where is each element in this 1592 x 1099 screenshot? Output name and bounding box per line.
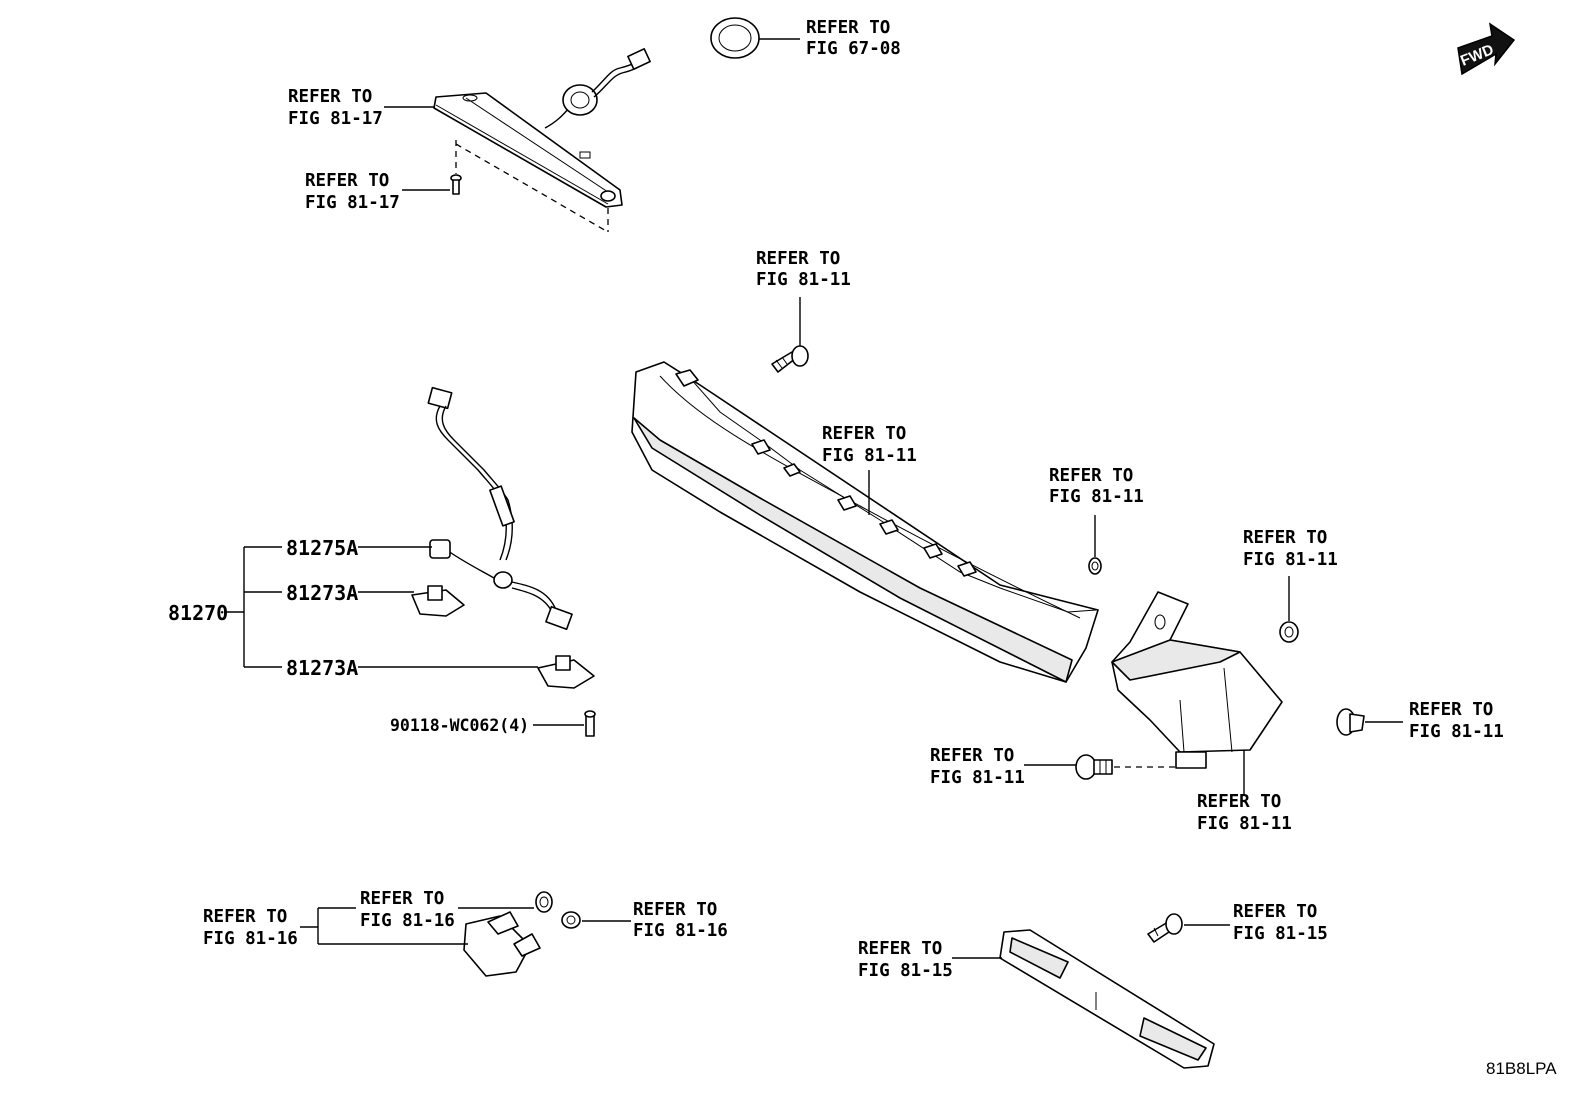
- tapping-screw-part: [771, 345, 809, 373]
- ref-label-fig-81-11-washer: REFER TO FIG 81-11: [1243, 528, 1338, 570]
- svg-text:FIG 81-16: FIG 81-16: [203, 929, 298, 949]
- ref-label-fig-81-16-right: REFER TO FIG 81-16: [633, 900, 728, 941]
- ref-label-fig-81-11-bolt: REFER TO FIG 81-11: [930, 746, 1025, 788]
- svg-text:FIG 81-17: FIG 81-17: [288, 109, 383, 129]
- svg-text:REFER TO: REFER TO: [858, 939, 942, 959]
- reflector-screw-part: [1147, 913, 1183, 943]
- ref-label-fig-81-16-bulb: REFER TO FIG 81-16: [360, 889, 455, 931]
- lamp-screw-part: [450, 174, 462, 195]
- part-number-90118-wc062: 90118-WC062(4): [390, 716, 529, 735]
- wire-connector-part: [429, 539, 451, 559]
- lamp-socket-b-part: [537, 655, 595, 689]
- ref-label-fig-81-11-clip: REFER TO FIG 81-11: [1409, 700, 1504, 742]
- ref-label-fig-81-17-screw: REFER TO FIG 81-17: [305, 171, 400, 213]
- svg-text:FIG 81-11: FIG 81-11: [1049, 487, 1144, 507]
- svg-text:REFER TO: REFER TO: [1243, 528, 1327, 548]
- ref-label-fig-81-11-nut: REFER TO FIG 81-11: [1049, 466, 1144, 507]
- part-number-81275a: 81275A: [286, 536, 358, 560]
- bolt-part: [1075, 754, 1113, 780]
- fwd-arrow-icon: FWD: [1457, 22, 1516, 76]
- ref-label-fig-81-16-left: REFER TO FIG 81-16: [203, 907, 298, 949]
- svg-text:REFER TO: REFER TO: [360, 889, 444, 909]
- svg-text:FIG 81-16: FIG 81-16: [360, 911, 455, 931]
- wire-harness-part: [427, 386, 573, 631]
- svg-text:FIG 67-08: FIG 67-08: [806, 39, 901, 59]
- lamp-nut-part: [561, 911, 581, 929]
- nut-part: [1088, 557, 1102, 575]
- ref-label-fig-81-11-cover: REFER TO FIG 81-11: [1197, 792, 1292, 834]
- svg-text:REFER TO: REFER TO: [756, 249, 840, 269]
- svg-text:REFER TO: REFER TO: [806, 18, 890, 38]
- svg-text:FIG 81-11: FIG 81-11: [756, 270, 851, 290]
- svg-text:REFER TO: REFER TO: [633, 900, 717, 920]
- svg-text:FIG 81-11: FIG 81-11: [1197, 814, 1292, 834]
- svg-text:FIG 81-11: FIG 81-11: [1243, 550, 1338, 570]
- screw-90118-part: [584, 710, 596, 737]
- high-mount-stop-lamp-part: [433, 48, 651, 208]
- ref-label-fig-81-15-screw: REFER TO FIG 81-15: [1233, 902, 1328, 944]
- part-number-81273a-upper: 81273A: [286, 581, 358, 605]
- svg-text:FIG 81-15: FIG 81-15: [858, 961, 953, 981]
- svg-text:FIG 81-11: FIG 81-11: [822, 446, 917, 466]
- diagram-code: 81B8LPA: [1486, 1059, 1557, 1078]
- svg-text:REFER TO: REFER TO: [288, 87, 372, 107]
- svg-text:REFER TO: REFER TO: [1409, 700, 1493, 720]
- svg-text:FIG 81-11: FIG 81-11: [1409, 722, 1504, 742]
- ref-label-fig-81-11-screw-top: REFER TO FIG 81-11: [756, 249, 851, 290]
- ref-label-fig-81-15-reflector: REFER TO FIG 81-15: [858, 939, 953, 981]
- part-number-81273a-lower: 81273A: [286, 656, 358, 680]
- svg-text:REFER TO: REFER TO: [822, 424, 906, 444]
- rear-spoiler-part: [631, 361, 1099, 683]
- lamp-socket-a-part: [411, 585, 465, 617]
- svg-text:REFER TO: REFER TO: [1049, 466, 1133, 486]
- svg-text:REFER TO: REFER TO: [203, 907, 287, 927]
- svg-text:REFER TO: REFER TO: [1233, 902, 1317, 922]
- svg-text:REFER TO: REFER TO: [930, 746, 1014, 766]
- svg-text:FIG 81-15: FIG 81-15: [1233, 924, 1328, 944]
- ref-label-fig-81-11-spoiler: REFER TO FIG 81-11: [822, 424, 917, 466]
- ref-label-fig-67-08: REFER TO FIG 67-08: [806, 18, 901, 59]
- svg-text:FIG 81-17: FIG 81-17: [305, 193, 400, 213]
- spoiler-end-cover-part: [1111, 591, 1283, 769]
- ref-label-fig-81-17-lamp: REFER TO FIG 81-17: [288, 87, 383, 129]
- svg-text:REFER TO: REFER TO: [305, 171, 389, 191]
- clip-part: [1336, 708, 1365, 736]
- svg-text:REFER TO: REFER TO: [1197, 792, 1281, 812]
- svg-text:FIG 81-16: FIG 81-16: [633, 921, 728, 941]
- license-lamp-part: [463, 891, 553, 977]
- part-number-81270: 81270: [168, 601, 228, 625]
- rear-reflector-part: [999, 929, 1215, 1069]
- washer-part: [1279, 621, 1299, 643]
- svg-text:FIG 81-11: FIG 81-11: [930, 768, 1025, 788]
- grommet-part: [710, 17, 760, 59]
